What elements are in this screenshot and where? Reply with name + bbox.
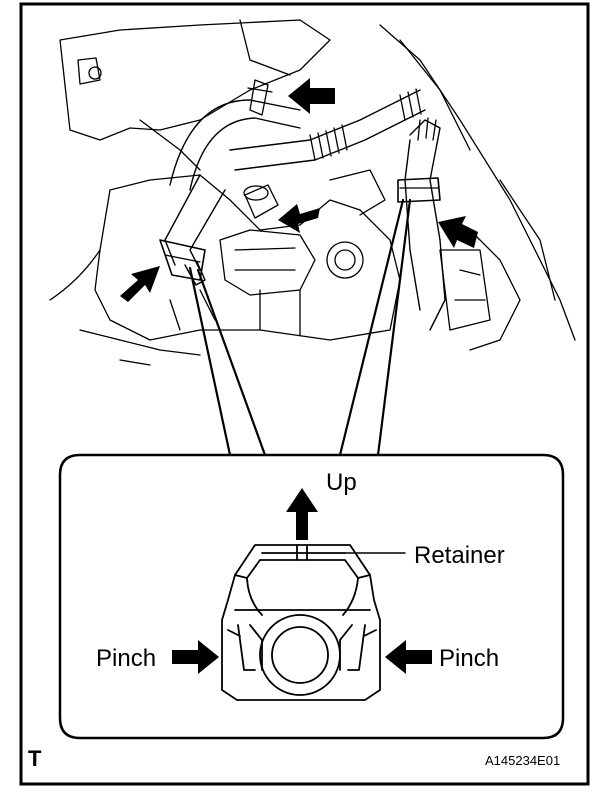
arrow-icon <box>278 204 320 233</box>
retainer-label: Retainer <box>414 542 505 569</box>
arrow-icon <box>288 78 335 114</box>
pinch-left-label: Pinch <box>96 645 156 672</box>
up-arrow-icon <box>286 488 318 540</box>
pinch-right-label: Pinch <box>439 645 499 672</box>
retainer-clip-icon <box>221 544 381 701</box>
figure-border <box>19 2 590 786</box>
corner-mark: T <box>28 746 42 771</box>
arrow-icons <box>120 78 478 302</box>
arrow-icon <box>120 266 160 302</box>
detail-callout: Up Retainer Pinch Pinch <box>58 453 565 740</box>
up-label: Up <box>326 469 357 496</box>
pinch-right-arrow-icon <box>385 640 432 674</box>
figure-code: A145234E01 <box>485 753 560 768</box>
pinch-left-arrow-icon <box>172 640 219 674</box>
callout-frame <box>58 453 565 740</box>
zoom-leader-lines <box>188 198 412 457</box>
engine-bay-illustration <box>49 19 576 366</box>
arrow-icon <box>438 216 478 248</box>
